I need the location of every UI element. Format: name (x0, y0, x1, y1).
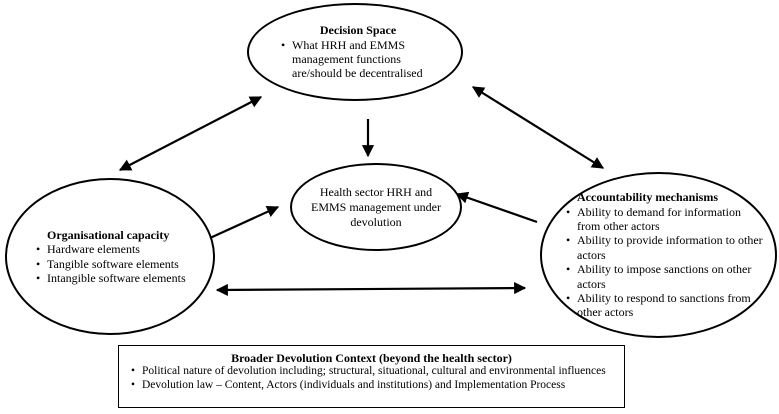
arrow-accountability-to-healthsector (455, 191, 538, 224)
arrow-decision-accountability-bidirectional (471, 86, 605, 169)
arrow-decision-organisational-bidirectional (118, 96, 263, 171)
accountability-bullet: Ability to impose sanctions on other act… (564, 262, 763, 291)
organisational-capacity-bullets: Hardware elements Tangible software elem… (34, 242, 197, 286)
decision-space-bullet: What HRH and EMMS management functions a… (279, 38, 437, 81)
organisational-capacity-bullet: Hardware elements (34, 242, 197, 257)
arrow-organisational-to-healthsector (209, 205, 280, 240)
node-decision-space: Decision Space What HRH and EMMS managem… (247, 3, 463, 101)
node-health-sector: Health sector HRH and EMMS management un… (290, 163, 462, 251)
accountability-bullet: Ability to respond to sanctions from oth… (564, 291, 763, 320)
node-broader-devolution-context: Broader Devolution Context (beyond the h… (118, 345, 625, 408)
node-organisational-capacity: Organisational capacity Hardware element… (5, 178, 215, 335)
health-sector-text: Health sector HRH and EMMS management un… (311, 184, 441, 229)
organisational-capacity-bullet: Intangible software elements (34, 271, 197, 286)
accountability-bullet: Ability to demand for information from o… (564, 205, 763, 234)
broader-context-bullets: Political nature of devolution including… (129, 365, 614, 393)
broader-context-bullet: Political nature of devolution including… (129, 365, 614, 379)
broader-context-title: Broader Devolution Context (beyond the h… (231, 351, 512, 365)
accountability-bullets: Ability to demand for information from o… (564, 205, 763, 320)
organisational-capacity-bullet: Tangible software elements (34, 257, 197, 272)
decision-space-title: Decision Space (319, 23, 397, 38)
broader-context-bullet: Devolution law – Content, Actors (indivi… (129, 379, 614, 393)
organisational-capacity-title: Organisational capacity (47, 227, 170, 242)
node-accountability-mechanisms: Accountability mechanisms Ability to dem… (540, 172, 777, 338)
accountability-bullet: Ability to provide information to other … (564, 233, 763, 262)
decision-space-bullets: What HRH and EMMS management functions a… (279, 38, 437, 81)
arrow-organisational-accountability-bidirectional (215, 282, 527, 296)
accountability-title: Accountability mechanisms (577, 190, 718, 205)
